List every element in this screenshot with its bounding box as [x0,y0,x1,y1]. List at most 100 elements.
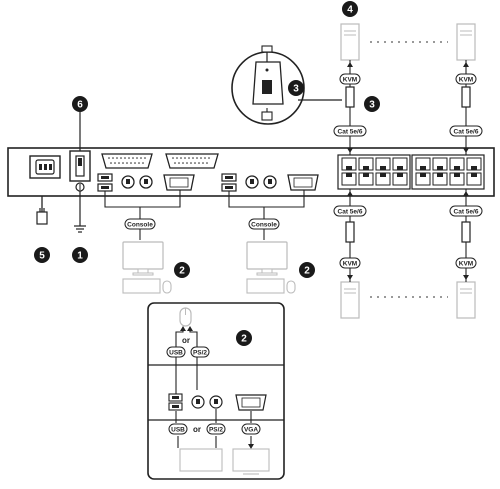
rj45-port-icon [415,157,431,171]
server-chain-2 [456,23,476,319]
keyboard-icon [246,278,285,294]
callout-4: 4 [342,1,358,17]
callout-3: 3 [288,80,304,96]
cat-label-text: Cat 5e/6 [454,208,479,215]
rj45-port-icon [375,172,391,186]
vga-port-icon [235,394,267,411]
usb-label: USB [168,423,188,435]
kvm-adapter-icon [461,221,471,243]
rj45-port-icon [392,172,408,186]
rj45-port-icon [358,172,374,186]
arrow-icon [463,148,469,153]
ground-wire [74,191,86,233]
ps2-port-icon [245,175,277,189]
mouse-icon [162,280,172,294]
console-lines-1 [104,190,181,240]
kvm-adapter-icon [345,86,355,108]
kvm-label: KVM [339,73,361,85]
callout-5: 5 [34,247,50,263]
ps2-port-icon [191,395,223,409]
callout-number: 4 [347,5,353,16]
rj45-port-icon [375,157,391,171]
callout-2: 2 [174,262,190,278]
rj45-port-icon [341,172,357,186]
cat-label: Cat 5e/6 [333,125,367,137]
kvm-label-text: KVM [459,260,473,267]
rj45-port-icon [415,172,431,186]
callout-1: 1 [72,247,88,263]
power-switch-icon [69,150,91,182]
console-lines-2 [228,190,305,240]
callout-2: 2 [299,262,315,278]
rj45-port-icon [449,157,465,171]
rj45-port-icon [392,157,408,171]
usb-port-icon [97,173,113,192]
computer-icon [340,23,360,61]
kvm-adapter-icon [461,86,471,108]
vga-port-icon [163,174,195,191]
arrow-icon [463,62,469,67]
computer-icon [456,23,476,61]
console-label-text: Console [251,221,277,228]
ps2-label: PS/2 [190,346,210,358]
rj45-port-icon [466,172,482,186]
console-ports-group-1 [97,173,195,192]
kvm-label: KVM [455,257,477,269]
cat-label-text: Cat 5e/6 [454,128,479,135]
arrow-icon [347,191,353,196]
callout-number: 5 [39,251,45,262]
rj45-port-block [337,154,485,190]
ps2-port-icon [121,175,153,189]
rj45-port-icon [358,157,374,171]
mouse-icon [179,307,192,327]
db25-port-icon [165,153,219,169]
cat-label-text: Cat 5e/6 [338,128,363,135]
console-ports-group-2 [221,173,319,192]
kvm-label-text: KVM [343,76,357,83]
callout-number: 2 [241,334,247,345]
rj45-port-icon [432,157,448,171]
usb-label: USB [166,346,186,358]
db25-port-icon [101,153,153,169]
server-chain-1 [340,23,360,319]
kvm-label: KVM [339,257,361,269]
cat-label: Cat 5e/6 [449,205,483,217]
vga-label: VGA [241,423,261,435]
monitor-icon [246,241,288,276]
usb-port-icon [168,393,183,411]
monitor-icon [232,448,270,475]
usb-label-text: USB [169,349,183,356]
rj45-plug-icon [261,108,273,121]
kvm-label: KVM [455,73,477,85]
callout-6: 6 [72,96,88,112]
power-socket-icon [29,155,61,179]
rj45-port-icon [432,172,448,186]
callout-2: 2 [236,330,252,346]
callout-number: 2 [304,266,310,277]
monitor-icon [122,241,164,276]
rj45-port-icon [466,157,482,171]
kvm-switch-rear-panel [7,147,495,197]
or-label: or [182,336,190,345]
rj45-port-icon [341,157,357,171]
rj45-port-icon [449,172,465,186]
kvm-adapter-icon [345,221,355,243]
cat-label: Cat 5e/6 [449,125,483,137]
ps2-label-text: PS/2 [193,349,207,356]
adapter-zoom [231,45,342,125]
keyboard-icon [179,448,223,472]
arrow-icon [347,62,353,67]
ps2-label: PS/2 [206,423,226,435]
callout-number: 2 [179,266,185,277]
arrow-icon [347,148,353,153]
or-label: or [193,425,201,434]
cat-label: Cat 5e/6 [333,205,367,217]
power-plug-icon [36,208,48,225]
power-cord [36,196,48,225]
arrow-icon [463,191,469,196]
mouse-icon [286,280,296,294]
arrow-icon [347,275,353,280]
